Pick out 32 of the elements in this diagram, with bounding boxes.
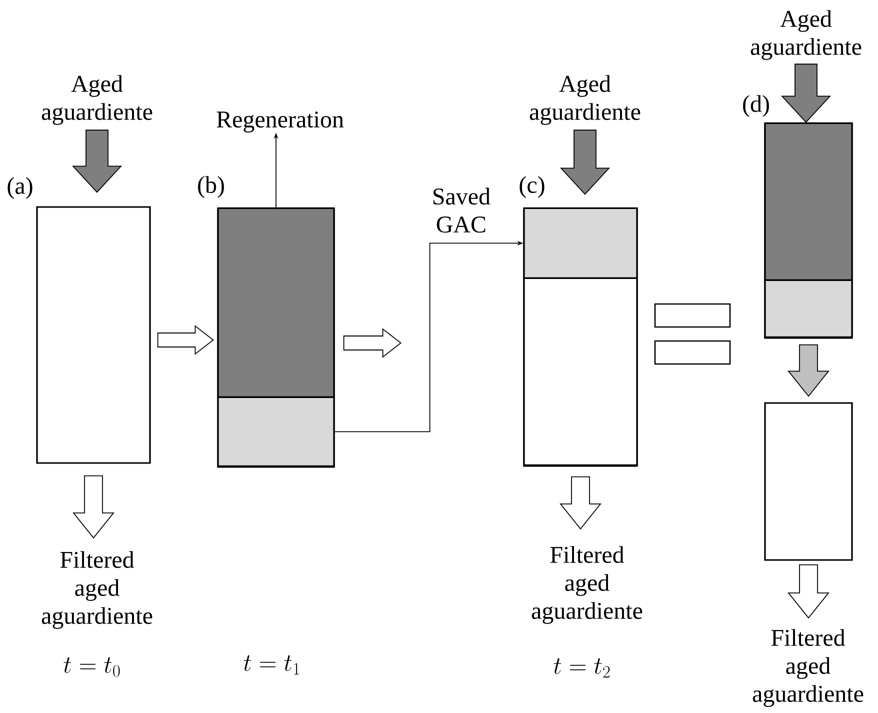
flow-label: Filtered aged aguardiente xyxy=(532,546,642,624)
flow-label: Aged aguardiente xyxy=(530,75,640,125)
column-letter: (d) xyxy=(743,95,769,117)
block-arrow xyxy=(157,325,214,355)
flow-label: Filtered aged aguardiente xyxy=(42,551,152,629)
column-section xyxy=(217,207,335,398)
column-section xyxy=(217,396,335,467)
time-label: $t = t_2$ xyxy=(554,658,610,678)
column-letter: (a) xyxy=(8,177,32,199)
flow-label: Aged aguardiente xyxy=(750,10,862,60)
column-section xyxy=(523,277,638,466)
column-box xyxy=(36,206,151,464)
column-section xyxy=(764,279,853,338)
block-arrow xyxy=(560,476,602,530)
time-label: $t = t_1$ xyxy=(244,655,300,675)
block-arrow xyxy=(788,564,830,619)
flow-label: Aged aguardiente xyxy=(42,75,152,125)
column-box xyxy=(764,402,853,561)
column-letter: (b) xyxy=(198,176,224,198)
block-arrow xyxy=(788,344,830,397)
block-arrow xyxy=(560,130,610,195)
edge-label: Saved GAC xyxy=(430,186,492,234)
flow-label: Regeneration xyxy=(216,111,344,133)
block-arrow xyxy=(72,475,114,539)
column-section xyxy=(523,207,638,279)
block-arrow xyxy=(343,328,402,358)
column-section xyxy=(764,122,853,281)
block-arrow xyxy=(780,64,832,123)
column-letter: (c) xyxy=(520,176,544,198)
block-arrow xyxy=(72,130,122,193)
flow-label: Filtered aged aguardiente xyxy=(752,629,864,707)
time-label: $t = t_0$ xyxy=(64,657,120,677)
